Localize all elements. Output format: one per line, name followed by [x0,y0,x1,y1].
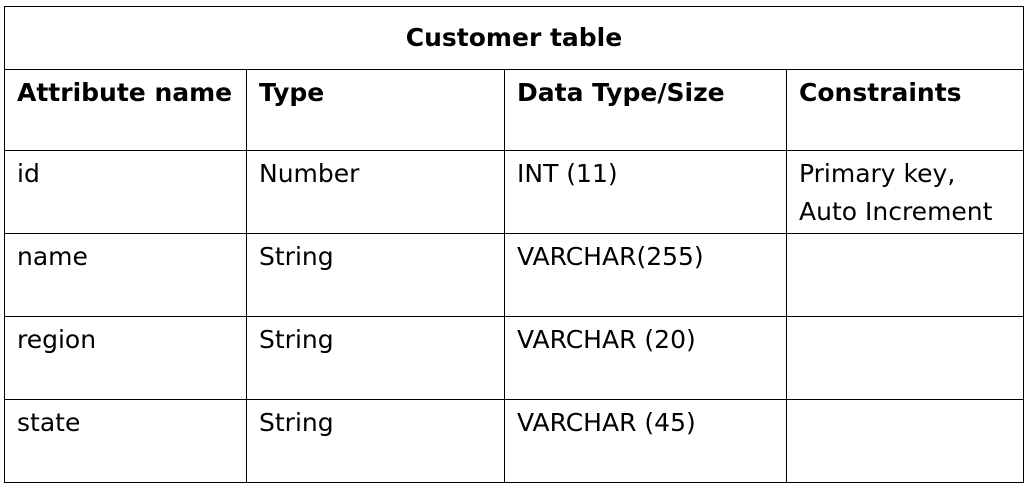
table-title: Customer table [4,6,1024,70]
cell-data-type: INT (11) [504,150,787,234]
table-row: state String VARCHAR (45) [4,399,1024,483]
table-row: id Number INT (11) Primary key, Auto Inc… [4,150,1024,234]
table-row: name String VARCHAR(255) [4,233,1024,317]
cell-type: String [246,399,505,483]
cell-data-type: VARCHAR (20) [504,316,787,400]
cell-type: Number [246,150,505,234]
header-constraints: Constraints [786,69,1024,151]
cell-attribute: state [4,399,247,483]
cell-constraints: Primary key, Auto Increment [786,150,1024,234]
cell-constraints [786,233,1024,317]
cell-data-type: VARCHAR(255) [504,233,787,317]
header-attribute-name: Attribute name [4,69,247,151]
cell-attribute: id [4,150,247,234]
header-type: Type [246,69,505,151]
constraint-line: Primary key, [799,159,956,188]
customer-table: Customer table Attribute name Type Data … [4,6,1024,483]
cell-constraints [786,316,1024,400]
header-data-type-size: Data Type/Size [504,69,787,151]
cell-type: String [246,233,505,317]
cell-attribute: region [4,316,247,400]
cell-constraints [786,399,1024,483]
table-title-row: Customer table [4,6,1024,70]
cell-data-type: VARCHAR (45) [504,399,787,483]
table-header-row: Attribute name Type Data Type/Size Const… [4,69,1024,151]
constraint-line: Auto Increment [799,197,993,226]
cell-attribute: name [4,233,247,317]
cell-type: String [246,316,505,400]
table-row: region String VARCHAR (20) [4,316,1024,400]
